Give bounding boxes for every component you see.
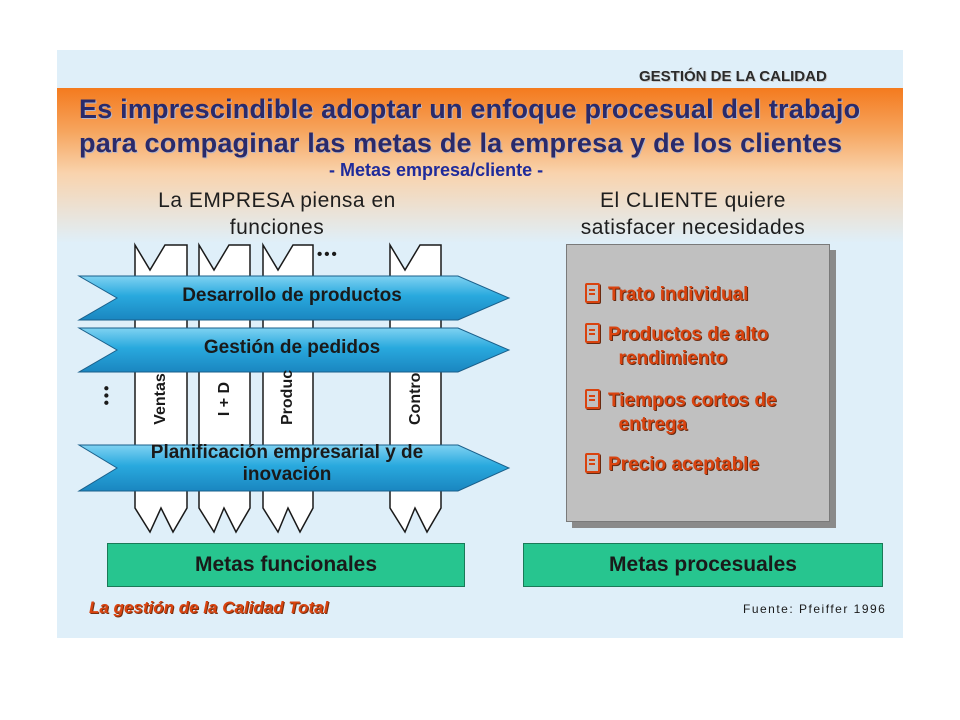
need-item: Trato individual bbox=[585, 283, 748, 308]
section-label: GESTIÓN DE LA CALIDAD bbox=[639, 68, 827, 85]
process-label-planificacion: Planificación empresarial y de inovación bbox=[150, 442, 424, 485]
need-item: Tiempos cortos de entrega bbox=[585, 389, 777, 437]
need-text: Productos de alto rendimiento bbox=[608, 324, 769, 369]
ellipsis-columns: ••• bbox=[317, 246, 339, 263]
need-text: Tiempos cortos de entrega bbox=[608, 390, 777, 435]
goal-box-functional: Metas funcionales bbox=[107, 543, 465, 587]
process-label-pedidos: Gestión de pedidos bbox=[203, 337, 381, 358]
need-text: Precio aceptable bbox=[608, 454, 760, 475]
need-item: Productos de alto rendimiento bbox=[585, 323, 768, 371]
process-arrow-planificacion bbox=[77, 444, 511, 492]
function-process-diagram bbox=[77, 242, 511, 534]
subtitle: - Metas empresa/cliente - bbox=[329, 160, 544, 180]
need-text: Trato individual bbox=[608, 284, 749, 305]
headline-line-1: Es imprescindible adoptar un enfoque pro… bbox=[79, 94, 861, 124]
goal-box-procesual: Metas procesuales bbox=[523, 543, 883, 587]
process-arrow-pedidos bbox=[77, 327, 511, 373]
process-arrow-desarrollo bbox=[77, 275, 511, 321]
slide: GESTIÓN DE LA CALIDAD Es imprescindible … bbox=[57, 50, 903, 638]
header-gradient-band bbox=[57, 88, 903, 243]
document-icon bbox=[585, 283, 600, 303]
document-icon bbox=[585, 389, 600, 409]
empresa-heading: La EMPRESA piensa en funciones bbox=[158, 189, 396, 239]
cliente-heading: El CLIENTE quiere satisfacer necesidades bbox=[580, 189, 806, 239]
function-label-contro: Contro bbox=[407, 372, 424, 425]
function-label-ventas: Ventas bbox=[152, 373, 169, 425]
client-needs-box: Trato individual Productos de alto rendi… bbox=[566, 244, 830, 522]
footer-note: La gestión de la Calidad Total bbox=[89, 598, 329, 617]
headline-line-2: para compaginar las metas de la empresa … bbox=[79, 128, 843, 158]
process-label-desarrollo: Desarrollo de productos bbox=[182, 285, 402, 306]
function-label-produc: Produc bbox=[279, 369, 296, 425]
need-item: Precio aceptable bbox=[585, 453, 759, 478]
document-icon bbox=[585, 323, 600, 343]
source-note: Fuente: Pfeiffer 1996 bbox=[743, 602, 887, 616]
ellipsis-rows: ••• bbox=[98, 383, 116, 406]
function-label-id: I + D bbox=[216, 381, 233, 417]
document-icon bbox=[585, 453, 600, 473]
